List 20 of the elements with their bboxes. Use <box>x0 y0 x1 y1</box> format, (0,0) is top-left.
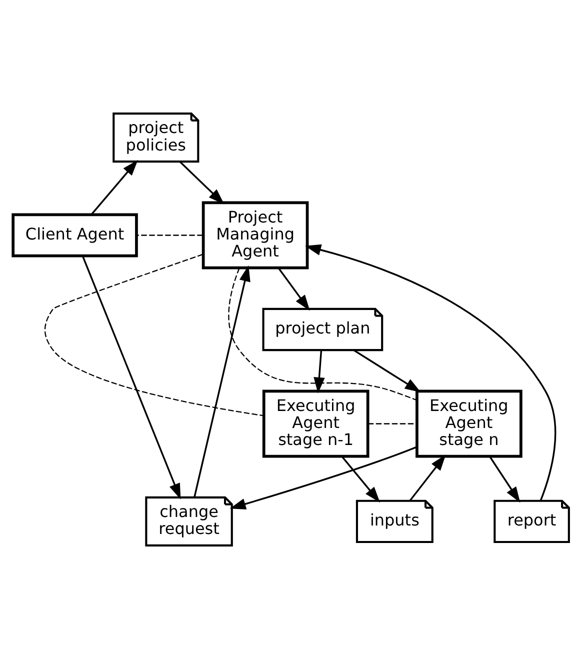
arrow <box>90 159 138 214</box>
connector <box>136 234 203 236</box>
arrow <box>314 350 325 393</box>
arrow <box>489 456 520 502</box>
node-box: Executing Agent stage n-1 <box>262 389 370 458</box>
connector <box>368 422 417 424</box>
arrow <box>278 267 310 310</box>
arrow <box>230 446 418 509</box>
node-box: Executing Agent stage n <box>416 389 522 458</box>
arrow <box>194 264 250 497</box>
connector <box>44 253 264 416</box>
arrow <box>409 454 446 501</box>
arrow <box>304 244 556 500</box>
arrow <box>179 160 224 204</box>
connector <box>228 267 417 400</box>
arrow <box>353 348 421 392</box>
node-box: Project Managing Agent <box>202 200 309 269</box>
arrow <box>82 255 181 500</box>
arrow <box>341 456 380 502</box>
node-box: Client Agent <box>12 212 138 257</box>
